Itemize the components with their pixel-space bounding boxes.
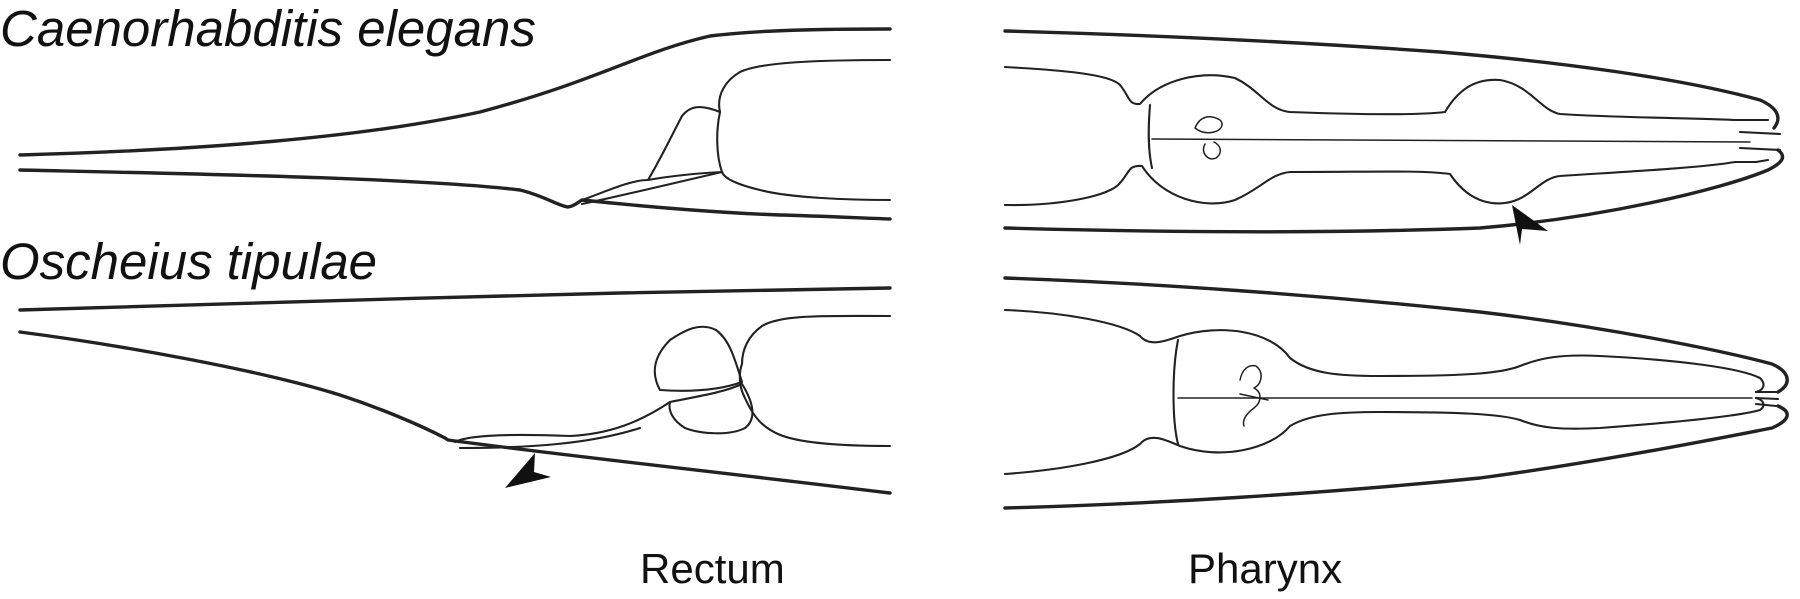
o-tipulae-head-tip	[1754, 390, 1780, 408]
o-tipulae-posterior-bulb-boundary	[1172, 338, 1180, 446]
species-label-c-elegans: Caenorhabditis elegans	[0, 0, 536, 57]
o-tipulae-rectal-gland-upper	[653, 325, 744, 392]
o-tipulae-rectum-lumen	[453, 400, 672, 444]
panel-label-pharynx: Pharynx	[1188, 545, 1343, 592]
o-tipulae-pharynx-lower-wall	[1003, 396, 1765, 476]
c-elegans-head-ventral-outline	[1003, 148, 1785, 234]
c-elegans-pharynx-lower-wall	[1003, 160, 1758, 207]
c-elegans-head-dorsal-outline	[1003, 29, 1780, 130]
o-tipulae-intestine-lower	[742, 394, 892, 448]
o-tipulae-tail-ventral-outline	[18, 330, 892, 495]
c-elegans-pharynx-lumen	[1151, 138, 1751, 143]
o-tipulae-rectum-arrowhead-icon	[505, 453, 551, 488]
c-elegans-head-tip	[1738, 118, 1782, 164]
c-elegans-intestine-lower	[720, 170, 892, 202]
o-tipulae-tail-dorsal-outline	[18, 286, 892, 312]
o-tipulae-head-dorsal-outline	[1003, 276, 1789, 394]
c-elegans-rectum-lower-duct	[580, 170, 724, 206]
o-tipulae-head-ventral-outline	[1003, 404, 1789, 510]
c-elegans-grinder	[1194, 115, 1223, 160]
c-elegans-pharynx-drawing	[1003, 29, 1785, 245]
o-tipulae-rectal-valve	[738, 362, 746, 398]
o-tipulae-pharynx-upper-wall	[1003, 308, 1765, 394]
c-elegans-tail-dorsal-outline	[18, 27, 892, 157]
o-tipulae-rectal-gland-lower	[668, 382, 754, 435]
o-tipulae-grinder	[1239, 364, 1269, 427]
o-tipulae-rectum-drawing	[18, 286, 892, 495]
o-tipulae-rectum-duct	[458, 426, 642, 450]
c-elegans-tail-ventral-outline	[18, 168, 892, 221]
o-tipulae-pharynx-drawing	[1003, 276, 1789, 510]
o-tipulae-intestine-upper	[740, 314, 892, 366]
c-elegans-pharynx-arrowhead-icon	[1512, 205, 1548, 245]
c-elegans-rectal-valve	[716, 110, 724, 174]
species-label-o-tipulae: Oscheius tipulae	[0, 233, 378, 290]
c-elegans-rectum-lumen	[580, 178, 650, 202]
c-elegans-pharynx-upper-wall	[1003, 65, 1758, 122]
c-elegans-posterior-bulb-boundary	[1147, 103, 1154, 170]
panel-label-rectum: Rectum	[640, 545, 785, 592]
c-elegans-rectal-gland-cell	[646, 106, 724, 182]
c-elegans-intestine-upper	[718, 58, 892, 114]
c-elegans-rectum-drawing	[18, 27, 892, 221]
